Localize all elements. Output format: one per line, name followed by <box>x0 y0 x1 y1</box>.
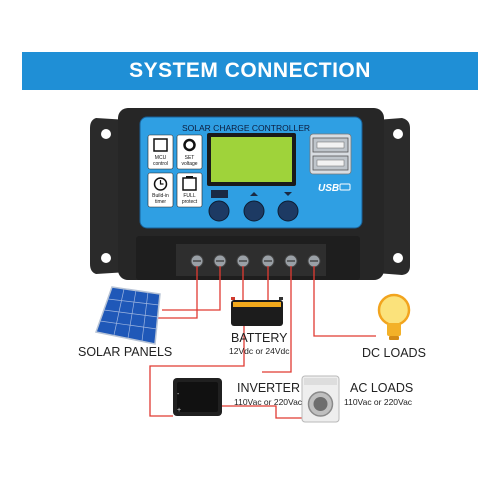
down-arrow-icon <box>284 192 292 196</box>
up-arrow-icon <box>250 192 258 196</box>
ac-loads-spec: 110Vac or 220Vac <box>344 397 413 407</box>
gear-icon <box>183 138 196 152</box>
button-down <box>277 200 299 222</box>
mounting-hole-left-bottom <box>101 253 111 263</box>
button-menu <box>208 200 230 222</box>
battery-spec: 12Vdc or 24Vdc <box>229 346 290 356</box>
battery-icon-large <box>231 297 283 326</box>
controller-title: SOLAR CHARGE CONTROLLER <box>182 123 310 133</box>
usb-label: USB <box>318 183 339 194</box>
inverter-spec: 110Vac or 220Vac <box>234 397 303 407</box>
solar-panel-icon <box>95 286 161 345</box>
inverter-icon: - + <box>173 378 222 416</box>
light-bulb-icon <box>377 293 411 340</box>
dc-loads-label: DC LOADS <box>362 346 426 360</box>
washing-machine-icon <box>301 375 340 423</box>
svg-text:-: - <box>177 391 180 398</box>
battery-label: BATTERY <box>231 331 288 345</box>
button-label-menu <box>211 190 228 198</box>
terminal-screws <box>190 254 321 268</box>
button-up <box>243 200 265 222</box>
ac-loads-label: AC LOADS <box>350 381 414 395</box>
chip-icon <box>153 138 168 152</box>
mounting-hole-right <box>393 129 403 139</box>
mounting-hole-left <box>101 129 111 139</box>
key-set-voltage <box>176 134 203 170</box>
solar-panels-label: SOLAR PANELS <box>78 345 173 359</box>
mounting-hole-right-bottom <box>393 253 403 263</box>
wiring <box>149 266 376 419</box>
inverter-label: INVERTER <box>237 381 300 395</box>
section-banner: SYSTEM CONNECTION <box>22 52 478 90</box>
mounting-ear-right <box>376 118 410 275</box>
svg-text:+: + <box>177 407 181 414</box>
clock-icon <box>153 177 168 191</box>
lcd-screen <box>211 137 292 182</box>
usb-plug-icon <box>339 183 351 191</box>
